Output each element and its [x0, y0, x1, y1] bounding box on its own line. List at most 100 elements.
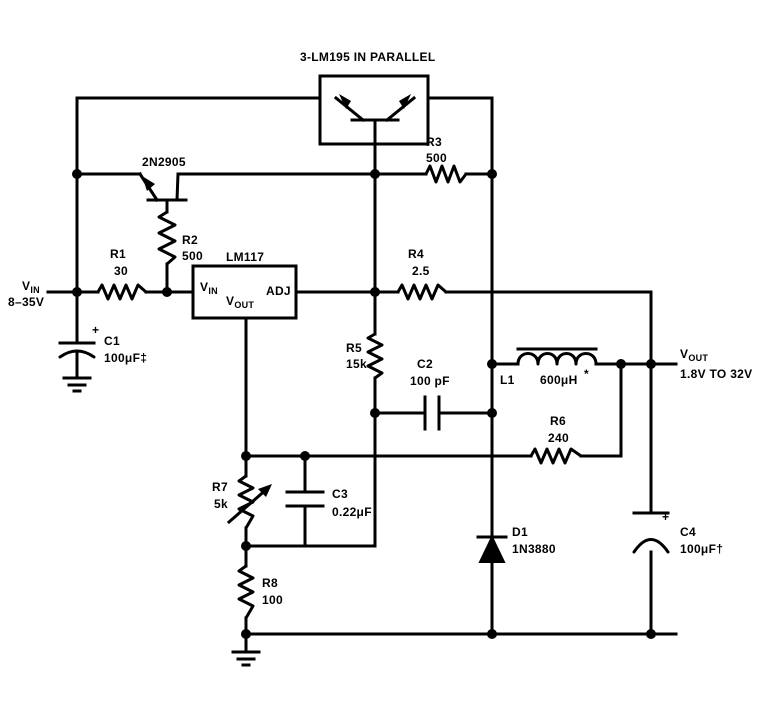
r3-label: R3 [426, 135, 442, 149]
lm195-arrow-left [339, 94, 351, 109]
r5-value: 15k [346, 357, 367, 371]
l1-coil [516, 352, 598, 366]
l1-value: 600μH [540, 373, 578, 387]
inductor-l1 [516, 347, 598, 366]
junction-dot [241, 629, 251, 639]
junction-dot [241, 451, 251, 461]
c3-label: C3 [332, 487, 348, 501]
lm195-collector-lead [333, 95, 366, 123]
c1-plate-bottom [58, 349, 96, 359]
resistor-r1 [96, 283, 148, 301]
r6-label: R6 [550, 414, 566, 428]
vout-range: 1.8V TO 32V [680, 367, 752, 381]
l1-asterisk: * [584, 367, 589, 381]
junction-dot [241, 541, 251, 551]
lm117-vout-pin-sub: OUT [234, 300, 254, 310]
junction-dot [487, 359, 497, 369]
r6-value: 240 [548, 431, 569, 445]
lm117-label: LM117 [226, 250, 264, 264]
r7-variable-arrow-shaft [226, 485, 271, 525]
wires [46, 96, 678, 654]
resistor-r5 [366, 332, 384, 380]
r1-label: R1 [110, 247, 126, 261]
junction-dot [646, 359, 656, 369]
c2-label: C2 [417, 357, 433, 371]
junctions [72, 169, 656, 639]
lm117-vout-pin-letter: V [226, 294, 234, 308]
capacitor-c3 [285, 490, 325, 508]
resistor-r8 [237, 564, 255, 620]
r7-variable-arrow-head [258, 484, 272, 497]
vin-letter: V [22, 279, 30, 293]
lm117-vin-pin-letter: V [200, 280, 208, 294]
c1-plus: + [92, 323, 99, 337]
d1-triangle [478, 534, 506, 563]
junction-dot [487, 169, 497, 179]
resistor-r3 [424, 164, 468, 184]
vin-label: VIN [22, 279, 40, 295]
ground-symbol-main [231, 650, 261, 667]
vin-sub: IN [30, 285, 40, 295]
vout-label: VOUT [680, 347, 708, 363]
c2-value: 100 pF [410, 374, 450, 388]
junction-dot [72, 169, 82, 179]
junction-dot [370, 287, 380, 297]
lm195-transistor-block [318, 74, 430, 146]
lm117-adj-pin: ADJ [266, 284, 291, 298]
diode-d1 [476, 534, 508, 563]
junction-dot [370, 408, 380, 418]
resistor-r6 [529, 447, 583, 465]
vout-letter: V [680, 347, 688, 361]
junction-dot [370, 169, 380, 179]
lm117-vin-pin: VIN [200, 280, 218, 296]
c4-value: 100μF† [680, 542, 723, 556]
r2-value: 500 [182, 249, 203, 263]
resistor-r2 [157, 210, 177, 266]
c4-plate-bottom [632, 538, 670, 554]
capacitor-c2 [423, 395, 441, 431]
vin-range: 8–35V [8, 295, 44, 309]
r4-value: 2.5 [412, 264, 430, 278]
lm195-arrow-right [399, 94, 411, 109]
vout-sub: OUT [688, 353, 708, 363]
q-2n2905-label: 2N2905 [142, 155, 186, 169]
c4-plus: + [662, 510, 669, 524]
capacitor-c4 [632, 511, 670, 554]
junction-dot [300, 451, 310, 461]
lm195-emitter-lead [384, 95, 417, 123]
c1-value: 100μF‡ [104, 351, 147, 365]
pnp-collector-lead [175, 172, 180, 202]
lm195-header-label: 3-LM195 IN PARALLEL [300, 50, 436, 64]
r7-label: R7 [212, 480, 228, 494]
pnp-transistor-2n2905 [137, 171, 188, 203]
r3-value: 500 [426, 151, 447, 165]
junction-dot [616, 359, 626, 369]
lm117-vin-pin-sub: IN [208, 286, 218, 296]
pnp-emitter-arrow [142, 176, 155, 191]
junction-dot [162, 287, 172, 297]
capacitor-c1 [58, 341, 96, 359]
resistor-r7 [237, 474, 255, 530]
lm117-regulator [191, 264, 298, 320]
r8-label: R8 [262, 576, 278, 590]
lm117-vout-pin: VOUT [226, 294, 254, 310]
d1-value: 1N3880 [512, 542, 556, 556]
r2-label: R2 [182, 233, 198, 247]
r8-value: 100 [262, 593, 283, 607]
c1-label: C1 [104, 334, 120, 348]
junction-dot [72, 287, 82, 297]
junction-dot [487, 629, 497, 639]
junction-dot [646, 629, 656, 639]
r5-label: R5 [346, 341, 362, 355]
resistor-r4 [396, 283, 448, 301]
l1-label: L1 [500, 373, 515, 387]
d1-label: D1 [512, 525, 528, 539]
ground-symbol-c1 [62, 376, 92, 393]
junction-dot [487, 408, 497, 418]
r4-label: R4 [408, 247, 424, 261]
c3-value: 0.22μF [332, 505, 372, 519]
c4-label: C4 [680, 525, 696, 539]
r7-value: 5k [214, 497, 228, 511]
r1-value: 30 [114, 264, 128, 278]
